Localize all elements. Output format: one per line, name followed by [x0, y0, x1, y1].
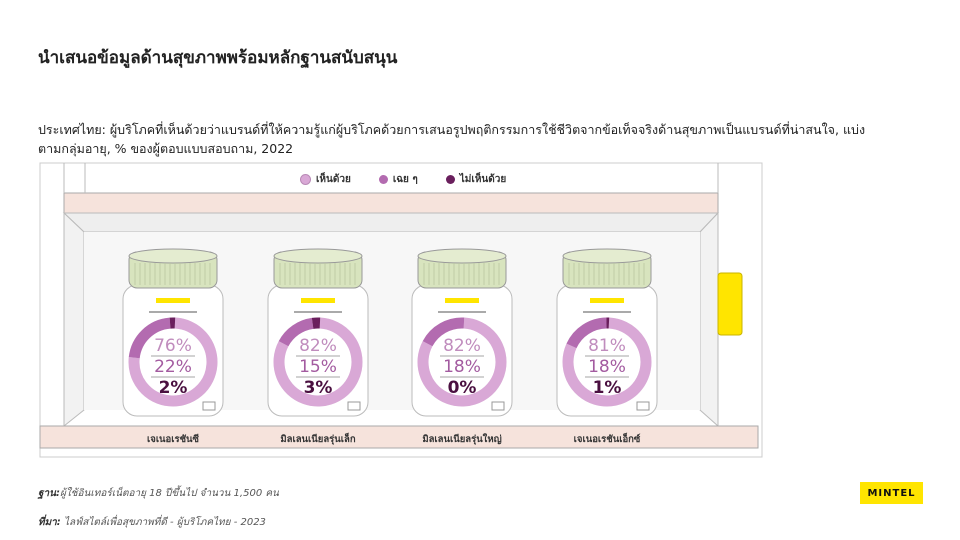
legend-item-neutral: เฉย ๆ	[378, 172, 418, 187]
bottle-tag	[347, 401, 361, 411]
base-text: ผู้ใช้อินเทอร์เน็ตอายุ 18 ปีขึ้นไป จำนวน…	[59, 488, 279, 499]
value-label-agree: 82%	[299, 336, 337, 356]
donut-segment-neutral	[128, 317, 171, 359]
category-label: มิลเลนเนียลรุ่นเล็ก	[280, 434, 356, 445]
base-label: ฐาน:	[38, 488, 60, 499]
bottle-label-yellow	[590, 298, 624, 303]
bottle-cap-top	[562, 248, 652, 264]
value-label-neutral: 15%	[299, 357, 337, 377]
donut-segment-neutral	[278, 317, 314, 347]
donut-segment-agree	[562, 317, 652, 407]
bottle-tag	[491, 401, 505, 411]
legend-label: เห็นด้วย	[316, 174, 351, 185]
cabinet-handle	[717, 272, 743, 336]
value-label-neutral: 22%	[154, 357, 192, 377]
donut-segment-neutral	[566, 317, 607, 349]
shelf-inner-left	[63, 211, 85, 428]
bottle-tag	[636, 401, 650, 411]
shelf-inner-right	[699, 211, 719, 428]
page-title: นำเสนอข้อมูลด้านสุขภาพพร้อมหลักฐานสนับสน…	[38, 48, 398, 68]
top-shelf	[63, 192, 719, 214]
category-label: เจเนอเรชันเอ็กซ์	[573, 434, 641, 445]
legend-swatch-agree	[300, 174, 311, 185]
legend-item-disagree: ไม่เห็นด้วย	[445, 172, 507, 187]
bottle-label-yellow	[156, 298, 190, 303]
footer-base: ฐาน:ผู้ใช้อินเทอร์เน็ตอายุ 18 ปีขึ้นไป จ…	[38, 486, 279, 501]
legend-label: เฉย ๆ	[392, 174, 418, 185]
bottle-cap-top	[128, 248, 218, 264]
legend-item-agree: เห็นด้วย	[300, 172, 351, 187]
donut-segment-agree	[273, 317, 363, 407]
legend-label: ไม่เห็นด้วย	[459, 174, 507, 185]
category-label: มิลเลนเนียลรุ่นใหญ่	[422, 434, 502, 445]
value-label-disagree: 0%	[447, 378, 477, 398]
legend-swatch-disagree	[445, 175, 455, 184]
bottle-cap-top	[417, 248, 507, 264]
value-label-neutral: 18%	[588, 357, 626, 377]
shelf-inner-top	[62, 212, 720, 233]
value-label-disagree: 1%	[592, 378, 622, 398]
footer-source: ที่มา: ไลฟ์สไตล์เพื่อสุขภาพที่ดี - ผู้บร…	[38, 515, 266, 530]
source-text: ไลฟ์สไตล์เพื่อสุขภาพที่ดี - ผู้บริโภคไทย…	[64, 517, 266, 528]
bottle-cap-top	[273, 248, 363, 264]
legend-swatch-neutral	[378, 175, 388, 184]
value-label-agree: 81%	[588, 336, 626, 356]
value-label-neutral: 18%	[443, 357, 481, 377]
value-label-disagree: 3%	[303, 378, 333, 398]
bottle-label-yellow	[301, 298, 335, 303]
source-label: ที่มา:	[38, 517, 61, 528]
chart-subtitle: ประเทศไทย: ผู้บริโภคที่เห็นด้วยว่าแบรนด์…	[38, 122, 866, 156]
mintel-logo: MINTEL	[860, 482, 923, 504]
category-label: เจเนอเรชันซี	[147, 434, 199, 445]
donut-segment-agree	[417, 317, 507, 407]
legend: เห็นด้วย เฉย ๆ ไม่เห็นด้วย	[300, 172, 506, 187]
donut-segment-neutral	[422, 317, 465, 347]
bottle-tag	[202, 401, 216, 411]
value-label-disagree: 2%	[158, 378, 188, 398]
bottom-shelf	[39, 425, 759, 449]
bottle-label-yellow	[445, 298, 479, 303]
value-label-agree: 82%	[443, 336, 481, 356]
value-label-agree: 76%	[154, 336, 192, 356]
donut-segment-agree	[128, 317, 218, 407]
